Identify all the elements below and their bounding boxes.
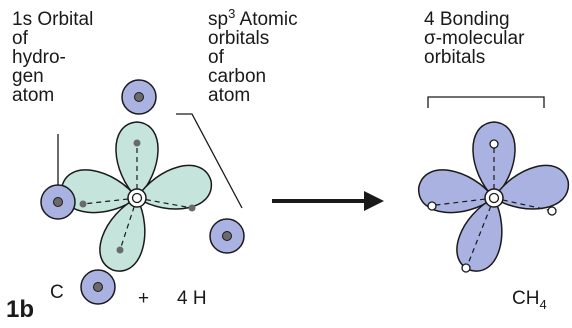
figure-id: 1b — [6, 296, 35, 323]
bonding-label-line-3: orbitals — [424, 47, 486, 68]
hydrogen-orbital-top — [121, 79, 157, 115]
hydrogen-label-line-3: hydro- — [12, 47, 66, 68]
methane-base: CH — [512, 288, 540, 309]
sp3-label-line-5: atom — [208, 85, 251, 106]
bonding-label-line-2: σ-molecular — [424, 28, 525, 49]
sp3-rest: Atomic — [235, 9, 298, 30]
methane-formula: CH4 — [512, 288, 547, 311]
sp3-leader-line — [176, 113, 243, 209]
sp3-label-line-4: carbon — [208, 66, 267, 87]
hydrogen-label-line-2: of — [12, 28, 28, 49]
bonding-bracket — [427, 96, 545, 108]
sp3-orbital-label: sp3 Atomic orbitals of carbon atom — [208, 7, 298, 106]
hydrogen-label-line-1: 1s Orbital — [12, 9, 94, 30]
sp3-label-line-2: orbitals — [208, 28, 270, 49]
carbon-symbol: C — [50, 282, 64, 303]
four-hydrogen-label: 4 H — [177, 288, 207, 309]
sp3-label-line-1: sp3 Atomic — [208, 7, 298, 30]
hydrogen-orbital-bottom — [80, 269, 116, 305]
hydrogen-orbital-label: 1s Orbital of hydro- gen atom — [12, 10, 93, 105]
methane-subscript: 4 — [539, 296, 547, 312]
hydrogen-label-line-5: atom — [12, 85, 55, 106]
sp3-prefix: sp — [208, 9, 229, 30]
plus-sign: + — [138, 288, 150, 309]
bonding-orbital-label: 4 Bonding σ-molecular orbitals — [424, 10, 524, 67]
bonding-label-line-1: 4 Bonding — [424, 9, 510, 30]
bonding-orbital-group — [415, 121, 572, 278]
sp3-label-line-3: of — [208, 47, 224, 68]
hydrogen-orbital-left — [40, 184, 76, 220]
hydrogen-orbital-right — [209, 218, 245, 254]
carbon-nucleus — [127, 188, 147, 208]
methane-carbon-nucleus — [484, 188, 504, 208]
hydrogen-label-line-4: gen — [12, 66, 44, 87]
sp3-orbital-group — [58, 121, 217, 278]
reaction-arrow — [272, 191, 384, 211]
sp3-superscript: 3 — [228, 6, 236, 21]
